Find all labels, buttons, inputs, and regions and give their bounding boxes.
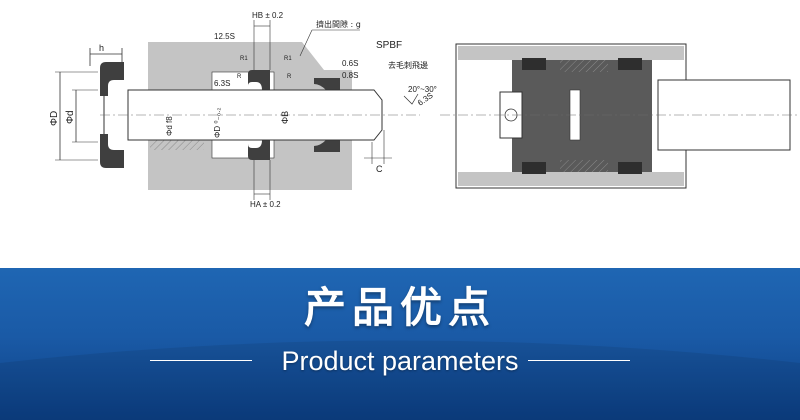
r-left: R (237, 74, 242, 80)
piston-hatch-top (560, 60, 608, 72)
seal-section-top (100, 62, 124, 96)
piston-seal-left-bottom (522, 162, 546, 174)
d-label: Φd (65, 110, 76, 124)
seal-section-view: h ΦD Φd (49, 43, 124, 168)
roughness-symbol (403, 93, 419, 105)
piston-hatch-bottom (560, 160, 608, 172)
piston-seal-left-top (522, 58, 546, 70)
roughness-08: 0.8S (342, 71, 358, 80)
banner-background (0, 268, 800, 420)
cylinder-wall-top (458, 46, 684, 60)
d-f8-label: Φd f8 (165, 116, 174, 136)
B-label: ΦB (280, 111, 290, 124)
cylinder-view (440, 43, 798, 189)
piston-seal-right-top (618, 58, 642, 70)
section-title-english: Product parameters (281, 346, 519, 376)
seal-bottom-installed (248, 140, 270, 160)
piston-seal-right-bottom (618, 162, 642, 174)
hatched-area (150, 140, 204, 150)
r1-right: R1 (284, 56, 292, 62)
title-divider-left (150, 360, 252, 361)
wiper-top (314, 78, 340, 90)
piston-body (512, 60, 652, 172)
seal-section-bottom (100, 134, 124, 168)
roughness-125: 12.5S (214, 32, 235, 41)
housing-assembly-view: HB ± 0.2 擠出間隙 : g 12.5S SPBF R1 R1 R R 6… (100, 11, 437, 209)
c-label: C (376, 164, 383, 174)
seal-top-installed (248, 70, 270, 90)
hb-label: HB ± 0.2 (252, 11, 284, 20)
clearance-arrow (299, 29, 313, 57)
cylinder-wall-bottom (458, 172, 684, 186)
roughness-63-a: 6.3S (214, 79, 230, 88)
housing-bottom (148, 140, 352, 190)
h-label: h (99, 43, 104, 53)
D-tol-label: ΦD ⁰₋₀.₂ (213, 108, 222, 138)
D-label: ΦD (49, 111, 60, 126)
spbf-label: SPBF (376, 40, 402, 51)
seal-technical-drawing: h ΦD Φd HB ± 0.2 擠出 (49, 11, 798, 209)
wiper-bottom (314, 140, 340, 152)
angle-label: 20°~30° (408, 85, 437, 94)
section-title-chinese: 产品优点 (303, 283, 496, 332)
clearance-label: 擠出間隙 : g (316, 19, 361, 29)
ha-label: HA ± 0.2 (250, 200, 281, 209)
deburr-label: 去毛刺飛邊 (388, 60, 428, 70)
roughness-06: 0.6S (342, 59, 358, 68)
title-divider-right (528, 360, 630, 361)
piston-rod (127, 89, 383, 141)
r1-left: R1 (240, 56, 248, 62)
r-right: R (287, 74, 292, 80)
